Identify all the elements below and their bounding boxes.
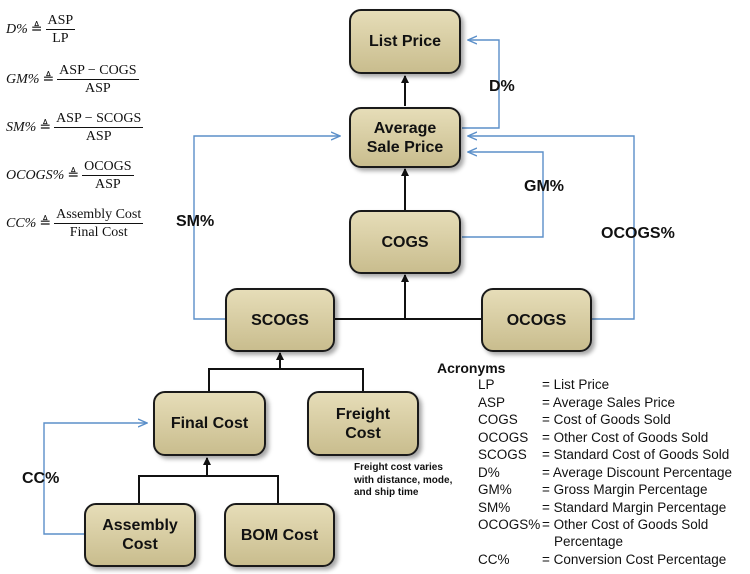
label-gm-percent: GM% bbox=[524, 178, 564, 195]
acronym-row: D%= Average Discount Percentage bbox=[478, 464, 733, 480]
acronym-row: OCOGS%= Other Cost of Goods Sold Percent… bbox=[478, 517, 709, 549]
node-average-sale-price: Average Sale Price bbox=[349, 107, 461, 168]
arrow-sm-percent bbox=[193, 136, 340, 320]
node-cogs: COGS bbox=[349, 210, 461, 274]
acronyms-title: Acronyms bbox=[437, 360, 506, 376]
node-list-price: List Price bbox=[349, 9, 461, 74]
node-final-cost: Final Cost bbox=[153, 391, 266, 456]
arrow-cc-percent bbox=[43, 423, 147, 535]
node-ocogs: OCOGS bbox=[481, 288, 592, 352]
arrow-ocogs-percent bbox=[468, 136, 635, 320]
acronym-row: OCOGS= Other Cost of Goods Sold bbox=[478, 429, 709, 445]
label-sm-percent: SM% bbox=[176, 213, 215, 230]
acronym-row: CC%= Conversion Cost Percentage bbox=[478, 552, 727, 567]
node-assembly-cost: Assembly Cost bbox=[84, 503, 196, 567]
connector-final-freight-bar bbox=[208, 368, 364, 391]
connector-assembly-bom-bar bbox=[138, 475, 279, 503]
acronym-row: SCOGS= Standard Cost of Goods Sold bbox=[478, 447, 730, 462]
node-freight-cost: Freight Cost bbox=[307, 391, 419, 456]
node-bom-cost: BOM Cost bbox=[224, 503, 335, 567]
label-cc-percent: CC% bbox=[22, 470, 60, 487]
acronym-row: SM%= Standard Margin Percentage bbox=[478, 499, 727, 515]
acronym-row: GM%= Gross Margin Percentage bbox=[478, 482, 708, 497]
freight-cost-note: Freight cost varies with distance, mode,… bbox=[354, 462, 453, 498]
label-d-percent: D% bbox=[489, 78, 515, 95]
acronym-row: COGS= Cost of Goods Sold bbox=[478, 412, 671, 427]
arrow-gm-percent bbox=[462, 152, 544, 238]
acronym-row: LP= List Price bbox=[478, 377, 610, 392]
arrow-d-percent bbox=[462, 40, 500, 129]
node-scogs: SCOGS bbox=[225, 288, 335, 352]
label-ocogs-percent: OCOGS% bbox=[601, 225, 675, 242]
acronym-row: ASP= Average Sales Price bbox=[478, 394, 675, 410]
